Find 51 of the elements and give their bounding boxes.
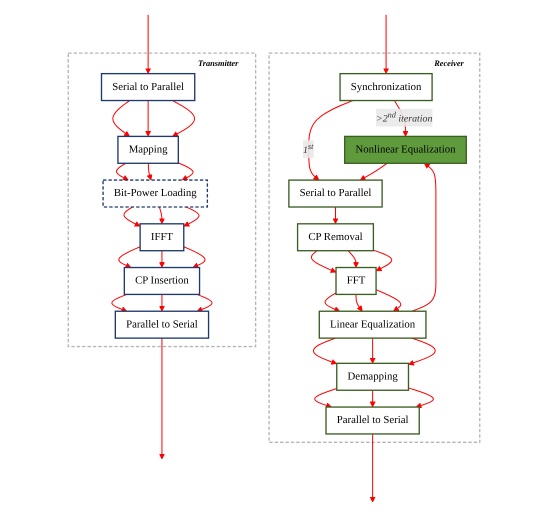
node-box: Serial to Parallel <box>288 179 383 208</box>
node-box: CP Insertion <box>124 266 200 296</box>
arrow <box>172 100 196 137</box>
node-box: Synchronization <box>339 72 433 102</box>
arrow <box>411 163 436 312</box>
arrow <box>314 388 337 408</box>
arrow <box>348 250 359 268</box>
arrow <box>313 338 338 365</box>
arrow <box>370 338 376 364</box>
node-box: Linear Equalization <box>318 310 427 339</box>
arrow <box>360 162 388 180</box>
arrow <box>332 207 338 224</box>
node-box: Mapping <box>117 136 179 164</box>
arrow <box>310 250 336 273</box>
arrow <box>408 387 434 408</box>
node-box: Bit-Power Loading <box>102 179 208 208</box>
arrow <box>308 100 354 180</box>
arrow <box>356 294 363 312</box>
arrow <box>116 162 129 180</box>
edge-label: >2$^{nd}$ iteration <box>376 110 432 124</box>
node-box: Parallel to Serial <box>325 406 420 435</box>
arrow <box>111 294 128 312</box>
node-box: IFFT <box>139 223 184 252</box>
arrow <box>123 206 140 227</box>
arrow <box>373 250 392 272</box>
arrow <box>158 338 165 460</box>
edge-label: 1$^{st}$ <box>302 142 314 156</box>
arrow <box>196 294 212 312</box>
arrow <box>145 100 152 137</box>
arrow <box>184 206 200 227</box>
arrow <box>158 206 165 224</box>
arrow <box>408 338 436 366</box>
arrow <box>370 390 376 408</box>
arrow <box>184 246 206 268</box>
arrow <box>112 100 130 137</box>
arrow <box>158 294 165 312</box>
node-box: Parallel to Serial <box>114 310 210 339</box>
node-box: FFT <box>335 266 377 296</box>
node-box: CP Removal <box>296 223 374 252</box>
arrow <box>118 246 140 268</box>
node-box: Serial to Parallel <box>100 72 196 102</box>
arrow <box>376 289 402 312</box>
node-box: Demapping <box>336 362 410 391</box>
arrow <box>383 14 390 74</box>
arrow <box>158 250 165 268</box>
arrow <box>145 14 152 74</box>
arrow <box>370 434 376 502</box>
arrow <box>178 162 194 180</box>
arrow <box>324 292 340 312</box>
node-box: Nonlinear Equalization <box>344 136 467 164</box>
arrow <box>146 163 152 180</box>
